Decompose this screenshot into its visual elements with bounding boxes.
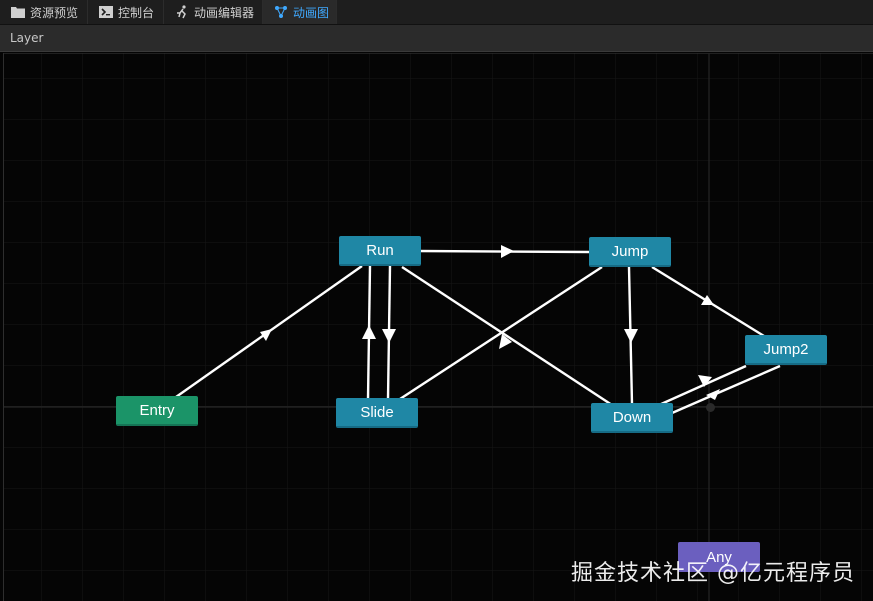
transition-run-down[interactable] bbox=[401, 265, 613, 407]
graph-origin-dot bbox=[706, 403, 715, 412]
animation-graph-canvas[interactable]: Run Jump Entry Slide Down Jump2 Any bbox=[3, 53, 873, 601]
state-node-label: Slide bbox=[360, 403, 394, 421]
state-node-label: Entry bbox=[139, 401, 175, 419]
state-node-label: Run bbox=[366, 241, 394, 259]
state-node-slide[interactable]: Slide bbox=[336, 398, 418, 428]
layer-label[interactable]: Layer bbox=[10, 31, 44, 45]
state-node-run[interactable]: Run bbox=[339, 236, 421, 266]
state-node-label: Jump2 bbox=[763, 340, 809, 358]
folder-icon bbox=[10, 4, 26, 20]
state-node-label: Any bbox=[706, 548, 732, 566]
tab-animation-graph[interactable]: 动画图 bbox=[263, 0, 337, 24]
state-node-down[interactable]: Down bbox=[591, 403, 673, 433]
transition-arrow bbox=[260, 329, 272, 341]
transition-arrow bbox=[698, 375, 712, 387]
layer-bar: Layer bbox=[0, 25, 873, 52]
state-node-label: Jump bbox=[611, 242, 649, 260]
state-node-label: Down bbox=[612, 408, 652, 426]
transition-down-jump2[interactable] bbox=[658, 364, 747, 407]
tab-asset-preview[interactable]: 资源预览 bbox=[0, 0, 88, 24]
tab-bar: 资源预览 控制台 动画编辑器 动画图 bbox=[0, 0, 873, 25]
transition-arrow bbox=[701, 295, 714, 305]
tab-label: 控制台 bbox=[118, 5, 155, 20]
tab-animation-editor[interactable]: 动画编辑器 bbox=[164, 0, 263, 24]
transitions bbox=[175, 245, 781, 415]
tab-console[interactable]: 控制台 bbox=[88, 0, 164, 24]
transition-arrow bbox=[499, 334, 512, 349]
grid-background bbox=[4, 53, 873, 601]
state-node-any[interactable]: Any bbox=[678, 542, 760, 572]
state-node-jump[interactable]: Jump bbox=[589, 237, 671, 267]
graph-icon bbox=[273, 4, 289, 20]
transition-jump2-down[interactable] bbox=[671, 364, 781, 415]
transition-arrow bbox=[501, 245, 514, 258]
graph-svg bbox=[4, 53, 873, 601]
watermark-text: 掘金技术社区 @亿元程序员 bbox=[571, 561, 855, 586]
state-node-jump2[interactable]: Jump2 bbox=[745, 335, 827, 365]
tab-label: 资源预览 bbox=[30, 5, 79, 20]
terminal-icon bbox=[98, 4, 114, 20]
transition-arrow bbox=[382, 329, 396, 343]
tab-label: 动画编辑器 bbox=[194, 5, 255, 20]
running-figure-icon bbox=[174, 4, 190, 20]
transition-arrow bbox=[706, 389, 720, 400]
transition-arrow bbox=[362, 325, 376, 339]
transition-arrow bbox=[624, 329, 638, 343]
tab-label: 动画图 bbox=[293, 5, 330, 20]
transition-slide-jump[interactable] bbox=[399, 265, 603, 401]
state-node-entry[interactable]: Entry bbox=[116, 396, 198, 426]
